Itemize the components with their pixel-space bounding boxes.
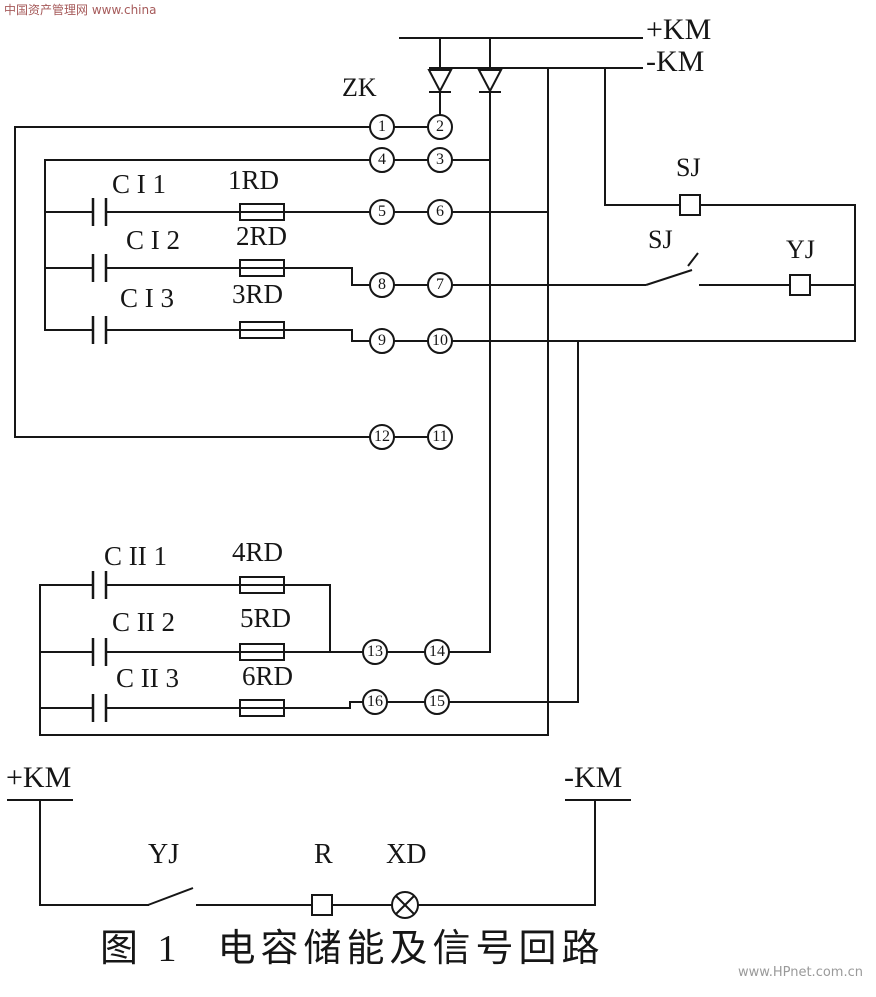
zk-terminal-16: 16: [362, 689, 388, 715]
sj-switch-blade-icon: [645, 269, 693, 286]
yj-coil-label: YJ: [786, 235, 815, 264]
sj-contact-box-icon: [679, 194, 701, 216]
resistor-box-icon: [311, 894, 333, 916]
fuse-4rd-icon: [239, 576, 285, 594]
capacitor-cii1-icon: [91, 571, 108, 599]
zk-terminal-6: 6: [427, 199, 453, 225]
switch-blades: [147, 252, 699, 906]
zk-terminal-11: 11: [427, 424, 453, 450]
fuse-5rd-label: 5RD: [240, 603, 292, 633]
minus-km-top-label: -KM: [646, 45, 705, 78]
capacitor-ci1-icon: [91, 198, 108, 226]
diode-left-icon: [427, 69, 453, 94]
cap-cii3-label: C II 3: [116, 663, 179, 693]
zk-connector-label: ZK: [342, 73, 377, 102]
cap-ci3-label: C I 3: [120, 283, 174, 313]
zk-terminal-4: 4: [369, 147, 395, 173]
minus-km-bottom-label: -KM: [564, 761, 623, 794]
zk-terminal-13: 13: [362, 639, 388, 665]
figure-title-number: 图 1: [100, 928, 182, 970]
watermark-bottom-right: www.HPnet.com.cn: [738, 965, 863, 980]
yj-switch-label: YJ: [148, 839, 180, 870]
zk-terminal-14: 14: [424, 639, 450, 665]
sj-switch-arrow-icon: [687, 252, 699, 267]
yj-coil-box-icon: [789, 274, 811, 296]
fuse-2rd-icon: [239, 259, 285, 277]
zk-terminal-5: 5: [369, 199, 395, 225]
fuse-3rd-icon: [239, 321, 285, 339]
box-symbols: [311, 194, 811, 916]
plus-km-top-label: +KM: [646, 13, 712, 46]
diode-right-icon: [477, 69, 503, 94]
capacitor-cii2-icon: [91, 638, 108, 666]
capacitor-ci2-icon: [91, 254, 108, 282]
yj-switch-blade-icon: [147, 887, 194, 906]
wiring: [7, 37, 856, 906]
plus-km-bottom-label: +KM: [6, 761, 72, 794]
fuse-1rd-label: 1RD: [228, 165, 280, 195]
fuse-2rd-label: 2RD: [236, 221, 288, 251]
cap-cii1-label: C II 1: [104, 541, 167, 571]
resistor-label: R: [314, 839, 333, 870]
cap-ci2-label: C I 2: [126, 225, 180, 255]
fuse-4rd-label: 4RD: [232, 537, 284, 567]
watermark-top-left: 中国资产管理网 www.china: [4, 3, 157, 17]
diode-icons: [427, 69, 503, 94]
capacitor-cii3-icon: [91, 694, 108, 722]
sj-switch-label: SJ: [648, 225, 673, 254]
zk-terminal-8: 8: [369, 272, 395, 298]
zk-terminal-1: 1: [369, 114, 395, 140]
fuse-icons: [239, 203, 285, 717]
lamp-label: XD: [386, 839, 427, 870]
fuse-6rd-icon: [239, 699, 285, 717]
fuse-3rd-label: 3RD: [232, 279, 284, 309]
zk-terminal-10: 10: [427, 328, 453, 354]
zk-terminal-7: 7: [427, 272, 453, 298]
cap-ci1-label: C I 1: [112, 169, 166, 199]
cap-cii2-label: C II 2: [112, 607, 175, 637]
fuse-5rd-icon: [239, 643, 285, 661]
figure-title-text: 电容储能及信号回路: [217, 928, 605, 970]
zk-terminal-12: 12: [369, 424, 395, 450]
fuse-1rd-icon: [239, 203, 285, 221]
zk-terminal-15: 15: [424, 689, 450, 715]
figure-title: 图 1 电容储能及信号回路: [100, 928, 605, 970]
capacitor-icons: [91, 198, 108, 722]
zk-terminal-9: 9: [369, 328, 395, 354]
lamp-icon: [391, 891, 419, 919]
fuse-6rd-label: 6RD: [242, 661, 294, 691]
zk-terminal-3: 3: [427, 147, 453, 173]
zk-terminal-2: 2: [427, 114, 453, 140]
capacitor-ci3-icon: [91, 316, 108, 344]
sj-contact-label: SJ: [676, 153, 701, 182]
